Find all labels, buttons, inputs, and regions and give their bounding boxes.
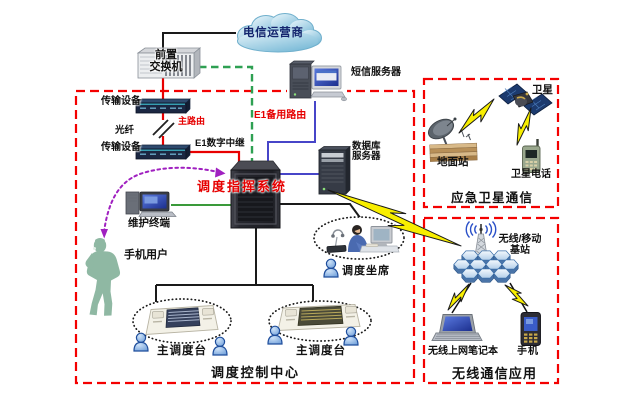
e1-backup-label: E1备用路由: [254, 110, 307, 121]
mobile-user-figure: [85, 238, 121, 316]
ground-station-device: [427, 117, 478, 162]
e1-trunk-line: [186, 150, 241, 165]
satellite-label: 卫星: [532, 84, 553, 96]
person-icon: [212, 336, 228, 356]
dispatch-system-label: 调度指挥系统: [197, 179, 288, 194]
database-server-device: [317, 145, 351, 195]
backup-route-line: [199, 65, 254, 165]
fiber-label: 光纤: [115, 125, 135, 136]
main-route-label: 主路由: [178, 116, 206, 126]
database-server-label: 数据库 服务器: [352, 141, 381, 163]
front-switch-label-line2: 交换机: [149, 60, 183, 73]
satellite-comm-title: 应急卫星通信: [451, 191, 534, 205]
transmission-top-label: 传输设备: [101, 96, 141, 107]
wireless-app-box: [422, 216, 560, 385]
dispatch-system-cabinet: [230, 160, 281, 229]
cloud-switch-line: [162, 32, 236, 48]
mobile-phone-label: 手机: [517, 346, 539, 357]
arrowhead-down-icon: [100, 229, 108, 239]
base-station-label-line1: 无线/移动: [498, 234, 542, 245]
dispatch-seat-group: [313, 216, 405, 260]
database-server-label-line1: 数据库: [352, 141, 381, 152]
control-center-title: 调度控制中心: [211, 365, 300, 380]
arrowhead-right-icon: [215, 167, 226, 178]
fiber-cut-icon: [152, 119, 175, 139]
satellite-comm-box: [422, 77, 560, 209]
front-switch-label: 前置 交换机: [141, 49, 191, 74]
link-lines: [100, 32, 528, 314]
sms-server-device: [287, 59, 347, 102]
maintenance-terminal-device: [125, 191, 177, 217]
transmission-device-bottom: [134, 144, 191, 160]
satellite-phone-device: [522, 139, 541, 173]
ground-station-label: 地面站: [437, 156, 469, 168]
console-right-group: [268, 300, 372, 342]
telecom-cloud-label: 电信运营商: [243, 27, 304, 39]
transmission-bottom-label: 传输设备: [101, 142, 141, 153]
transmission-device-top: [134, 98, 191, 114]
database-server-label-line2: 服务器: [352, 151, 381, 163]
sms-line: [267, 99, 316, 165]
front-switch-label-line1: 前置: [155, 49, 177, 61]
mobile-user-label: 手机用户: [124, 249, 168, 261]
telecom-cloud-shape: [237, 13, 322, 53]
satellite-uplink-lightning-icon: [454, 94, 500, 139]
laptop-label: 无线上网笔记本: [428, 346, 498, 357]
person-icon: [323, 258, 339, 278]
wireless-app-title: 无线通信应用: [452, 366, 538, 381]
satellite-phone-label: 卫星电话: [511, 169, 551, 180]
console-left-group: [132, 298, 232, 344]
base-station-cells: [453, 250, 519, 283]
console-tree-line: [155, 228, 314, 302]
phone-lightning-icon: [500, 281, 532, 311]
console-left-label: 主调度台: [157, 345, 207, 357]
maintenance-terminal-label: 维护终端: [128, 217, 170, 229]
base-station-label: 无线/移动 基站: [494, 234, 546, 257]
laptop-device: [431, 314, 483, 341]
console-right-label: 主调度台: [296, 345, 346, 357]
front-switch-device: [136, 47, 202, 79]
sms-server-label: 短信服务器: [351, 67, 401, 78]
e1-trunk-label: E1数字中继: [195, 138, 245, 149]
mobile-phone-device: [520, 312, 541, 346]
laptop-lightning-icon: [443, 280, 474, 314]
mobile-user-link-line: [103, 166, 219, 233]
seat-line: [280, 203, 362, 220]
control-center-box: [74, 89, 416, 385]
base-station-label-line2: 基站: [510, 244, 530, 256]
dispatch-seat-label: 调度坐席: [342, 265, 390, 277]
